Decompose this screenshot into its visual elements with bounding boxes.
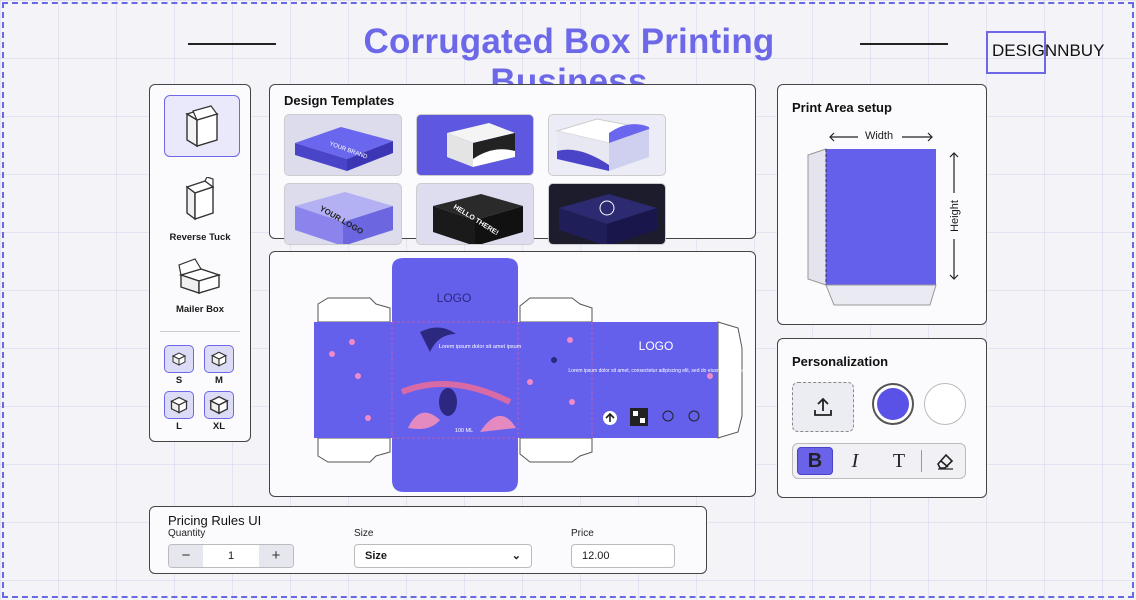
quantity-label: Quantity <box>168 528 206 539</box>
color-swatch-white[interactable] <box>924 383 966 425</box>
italic-label: I <box>851 449 859 472</box>
dieline-lorem-long: Lorem ipsum dolor sit amet, consectetur … <box>568 368 744 374</box>
print-area-title: Print Area setup <box>792 100 892 115</box>
dieline-canvas[interactable]: LOGO LOGO Lorem ipsum dolor sit amet ips… <box>269 251 756 497</box>
personalization-panel: Personalization B I T <box>777 338 987 498</box>
title-rule-left <box>188 43 276 45</box>
header: Corrugated Box Printing Business <box>0 20 1136 101</box>
bold-label: B <box>807 449 823 472</box>
vegan-icon <box>688 410 700 422</box>
personalization-title: Personalization <box>792 354 889 369</box>
color-swatch-blue[interactable] <box>872 383 914 425</box>
tuck-box-icon <box>185 105 219 148</box>
size-s-label: S <box>175 375 183 386</box>
template-wave-box-image <box>555 118 651 171</box>
template-thumb[interactable] <box>548 114 666 176</box>
price-input[interactable]: 12.00 <box>571 544 675 568</box>
chevron-down-icon: ⌄ <box>511 550 521 562</box>
pricing-rules-panel: Pricing Rules UI Quantity Size Price − 1… <box>149 506 707 574</box>
size-l-button[interactable] <box>164 391 194 419</box>
height-label: Height <box>949 200 961 232</box>
box-type-sidebar: Reverse Tuck Mailer Box S M L XL <box>149 84 251 442</box>
toolbar-divider <box>921 450 922 472</box>
dieline-lorem-short: Lorem ipsum dolor sit amet ipsum <box>439 344 522 350</box>
size-select[interactable]: Size ⌄ <box>354 544 532 568</box>
template-thumb[interactable] <box>548 183 666 245</box>
quantity-value[interactable]: 1 <box>227 550 235 562</box>
brand-logo[interactable]: DESIGNNBUY <box>992 41 1105 60</box>
template-navy-box-image <box>559 194 657 244</box>
eraser-button[interactable] <box>927 447 963 475</box>
size-select-value: Size <box>365 550 388 562</box>
width-label: Width <box>864 130 894 142</box>
dieline-logo-right: LOGO <box>639 339 674 353</box>
template-lavender-box-image: YOUR LOGO <box>295 192 393 244</box>
templates-title: Design Templates <box>284 93 395 108</box>
size-label: Size <box>354 528 374 539</box>
text-format-toolbar: B I T <box>792 443 966 479</box>
eraser-icon <box>937 453 954 470</box>
quantity-stepper: − 1 + <box>168 544 294 568</box>
dieline-logo-top: LOGO <box>437 291 472 305</box>
size-xl-button[interactable] <box>204 391 234 419</box>
template-thumb[interactable]: YOUR LOGO <box>284 183 402 245</box>
template-thumb[interactable] <box>416 114 534 176</box>
upload-icon <box>814 397 832 416</box>
qr-code-icon <box>630 408 648 426</box>
text-label: T <box>892 449 906 472</box>
box-type-reverse-tuck[interactable]: Reverse Tuck <box>150 176 250 243</box>
print-area-panel: Print Area setup Width Height <box>777 84 987 325</box>
print-area-diagram[interactable] <box>778 85 986 324</box>
quantity-increment-button[interactable]: + <box>259 545 293 567</box>
reverse-tuck-label: Reverse Tuck <box>169 232 231 243</box>
quantity-decrement-button[interactable]: − <box>169 545 203 567</box>
template-black-box-image: HELLO THERE! <box>433 194 523 244</box>
small-box-icon <box>171 352 187 366</box>
template-thumb[interactable]: HELLO THERE! <box>416 183 534 245</box>
bold-button[interactable]: B <box>797 447 833 475</box>
italic-button[interactable]: I <box>837 447 873 475</box>
template-white-box-image <box>447 123 515 167</box>
cruelty-free-icon <box>662 410 674 422</box>
size-m-button[interactable] <box>204 345 234 373</box>
pricing-title: Pricing Rules UI <box>168 513 262 528</box>
box-type-straight-tuck[interactable] <box>164 95 240 157</box>
size-l-label: L <box>176 421 182 432</box>
box-dieline[interactable]: LOGO LOGO Lorem ipsum dolor sit amet ips… <box>270 252 755 496</box>
swatch-fill <box>877 388 909 420</box>
reverse-tuck-box-icon <box>185 176 215 221</box>
title-rule-right <box>860 43 948 45</box>
mailer-box-label: Mailer Box <box>175 304 225 315</box>
medium-box-icon <box>210 351 228 367</box>
brand-logo-frame <box>986 31 1046 74</box>
box-type-mailer-box[interactable]: Mailer Box <box>150 257 250 315</box>
large-box-icon <box>170 396 188 414</box>
design-templates-panel: Design Templates YOUR BRAND <box>269 84 756 245</box>
template-thumb[interactable]: YOUR BRAND <box>284 114 402 176</box>
dieline-volume: 100 ML <box>455 428 473 434</box>
price-label: Price <box>571 528 594 539</box>
text-button[interactable]: T <box>881 447 917 475</box>
sidebar-divider <box>160 331 240 332</box>
template-blue-box-image: YOUR BRAND <box>295 127 393 171</box>
size-s-button[interactable] <box>164 345 194 373</box>
size-m-label: M <box>215 375 223 386</box>
upload-button[interactable] <box>792 382 854 432</box>
xl-box-icon <box>209 395 229 415</box>
mailer-box-icon <box>178 258 222 294</box>
size-xl-label: XL <box>212 421 226 432</box>
